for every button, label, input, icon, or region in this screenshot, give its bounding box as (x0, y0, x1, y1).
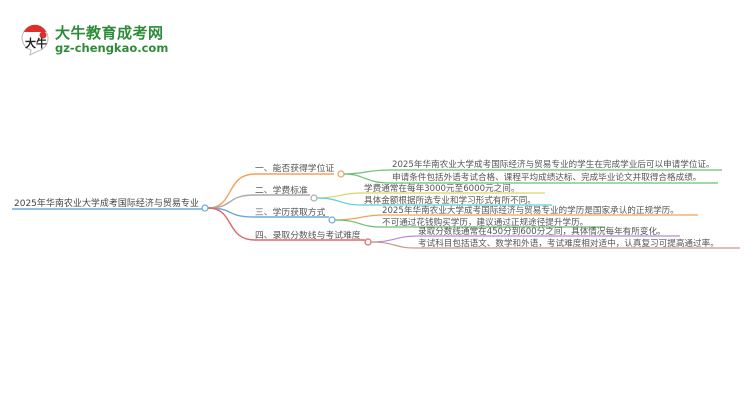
branch-degree-certificate: 一、能否获得学位证 (255, 164, 335, 174)
root-node-handle (201, 204, 209, 212)
logo-title: 大牛教育成考网 (55, 24, 164, 42)
leaf-text: 2025年华南农业大学成考国际经济与贸易专业的学生在完成学业后可以申请学位证。 (392, 160, 715, 170)
leaf-text: 申请条件包括外语考试合格、课程平均成绩达标、完成毕业论文并取得合格成绩。 (392, 173, 702, 183)
logo-mark-icon: 大牛 (21, 24, 49, 56)
leaf-text: 学费通常在每年3000元至6000元之间。 (364, 184, 520, 194)
leaf-text: 录取分数线通常在450分到600分之间，具体情况每年有所变化。 (418, 227, 666, 237)
branch-tuition: 二、学费标准 (255, 186, 308, 196)
logo-url: gz-chengkao.com (55, 41, 169, 55)
leaf-text: 具体金额根据所选专业和学习形式有所不同。 (364, 196, 536, 206)
branch-diploma-method: 三、学历获取方式 (255, 208, 326, 218)
leaf-text: 2025年华南农业大学成考国际经济与贸易专业的学历是国家承认的正规学历。 (382, 206, 679, 216)
leaf-text: 不可通过花钱购买学历，建议通过正规途径提升学历。 (382, 218, 589, 228)
svg-text:大牛: 大牛 (25, 36, 47, 50)
root-node: 2025年华南农业大学成考国际经济与贸易专业 (14, 199, 199, 209)
logo: 大牛 大牛教育成考网 gz-chengkao.com (18, 20, 178, 60)
leaf-text: 考试科目包括语文、数学和外语，考试难度相对适中，认真复习可提高通过率。 (418, 239, 719, 249)
branch-admission-score: 四、录取分数线与考试难度 (255, 231, 361, 241)
